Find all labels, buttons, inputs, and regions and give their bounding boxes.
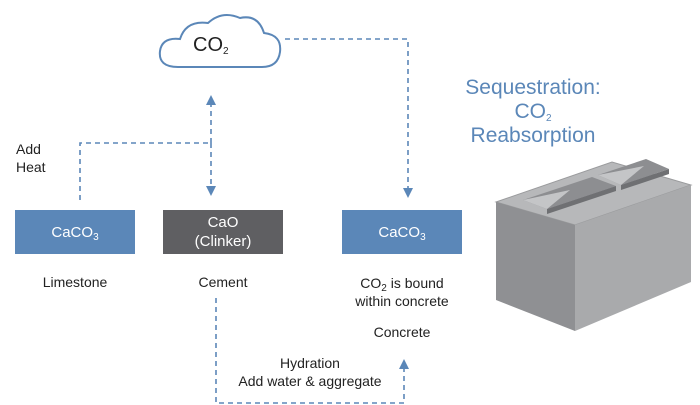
- limestone-caption: Limestone: [42, 274, 108, 290]
- headline-line1: Sequestration:: [465, 76, 601, 99]
- cement-caption: Cement: [198, 274, 248, 290]
- concrete-box: CaCO3: [342, 210, 462, 254]
- limestone-box: CaCO3: [15, 210, 135, 254]
- add-heat-label: Add Heat: [16, 141, 46, 175]
- concrete-caption: CO2 is bound within concrete: [355, 275, 449, 309]
- headline-line2: CO2: [514, 100, 552, 124]
- headline-line3: Reabsorption: [470, 124, 596, 147]
- cloud-label: CO2: [193, 34, 229, 57]
- concrete-block-icon: [494, 159, 693, 331]
- hydration-arrow: [215, 298, 409, 404]
- hydration-label: Hydration Add water & aggregate: [238, 355, 382, 389]
- limestone-to-clinker-line: [79, 142, 211, 200]
- cloud-to-concrete-arrow: [285, 38, 413, 198]
- sequestration-headline: Sequestration: CO2 Reabsorption: [438, 76, 628, 148]
- clinker-box: CaO (Clinker): [163, 210, 283, 254]
- concrete-label: Concrete: [373, 324, 431, 340]
- cloud-icon: [158, 13, 282, 68]
